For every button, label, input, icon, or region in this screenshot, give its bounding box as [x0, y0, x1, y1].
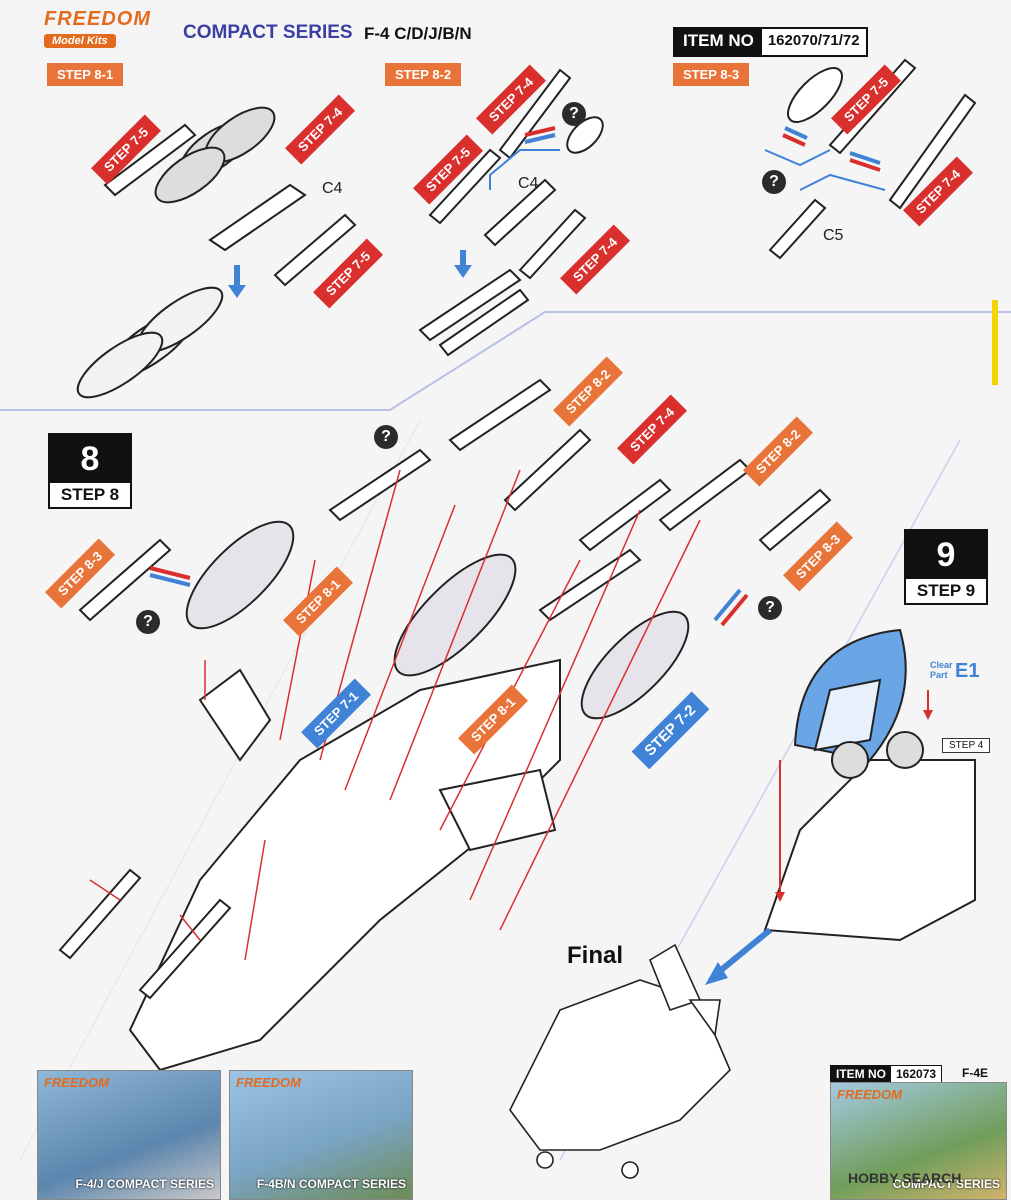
brand-subtitle: Model Kits	[44, 34, 116, 48]
step-9-number: 9	[906, 531, 986, 579]
part-label-c4: C4	[518, 175, 539, 192]
part-label-c5: C5	[823, 227, 844, 244]
step-4-ref: STEP 4	[942, 738, 991, 753]
box-art-f4e: FREEDOM COMPACT SERIES	[830, 1082, 1007, 1200]
final-label: Final	[567, 942, 624, 969]
footer-item-box: ITEM NO 162073	[830, 1065, 943, 1083]
item-number-box: ITEM NO 162070/71/72	[673, 27, 868, 57]
brand-name: FREEDOM	[44, 8, 151, 30]
question-icon: ?	[136, 610, 160, 634]
box-art-f4j: FREEDOM F-4/J COMPACT SERIES	[37, 1070, 221, 1200]
step-8-text: STEP 8	[60, 485, 120, 504]
question-icon: ?	[562, 102, 586, 126]
step-8-3-header: STEP 8-3	[673, 63, 750, 86]
series-title: COMPACT SERIES	[183, 22, 353, 43]
thumb-caption: F-4B/N COMPACT SERIES	[256, 1177, 406, 1191]
thumb-brand: FREEDOM	[837, 1087, 902, 1102]
step-8-1-header: STEP 8-1	[47, 63, 124, 86]
footer-item-number: 162073	[891, 1066, 942, 1082]
item-label: ITEM NO	[675, 29, 762, 55]
question-icon: ?	[374, 425, 398, 449]
thumb-caption: F-4/J COMPACT SERIES	[75, 1177, 214, 1191]
thumb-brand: FREEDOM	[44, 1075, 109, 1090]
step-9-badge: 9 STEP 9	[904, 529, 988, 605]
footer-variant: F-4E	[962, 1066, 989, 1080]
footer-item-label: ITEM NO	[831, 1066, 891, 1082]
item-number: 162070/71/72	[761, 29, 866, 55]
question-icon: ?	[758, 596, 782, 620]
thumb-caption: COMPACT SERIES	[892, 1177, 1000, 1191]
box-art-f4bn: FREEDOM F-4B/N COMPACT SERIES	[229, 1070, 413, 1200]
brand-logo: FREEDOM Model Kits	[44, 8, 174, 49]
step-8-2-header: STEP 8-2	[385, 63, 462, 86]
part-label-c4: C4	[322, 180, 343, 197]
model-title: F-4 C/D/J/B/N	[364, 24, 472, 43]
part-label-e1: E1	[955, 660, 980, 682]
clear-part-label: Clear Part	[930, 660, 953, 680]
step-9-text: STEP 9	[916, 581, 976, 600]
watermark: HOBBY SEARCH	[848, 1170, 962, 1186]
step-8-number: 8	[50, 435, 130, 483]
question-icon: ?	[762, 170, 786, 194]
step-8-badge: 8 STEP 8	[48, 433, 132, 509]
thumb-brand: FREEDOM	[236, 1075, 301, 1090]
